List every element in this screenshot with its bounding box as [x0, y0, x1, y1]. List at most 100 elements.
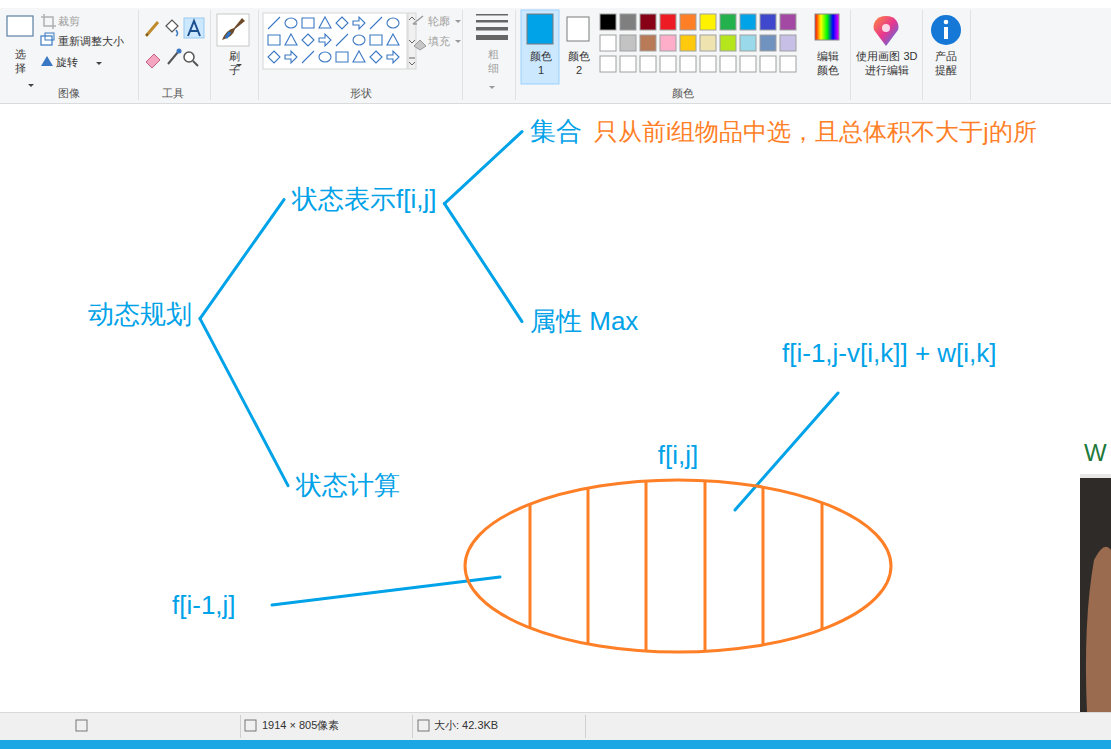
mindmap-branch	[200, 200, 284, 319]
leaf-text: 属性 Max	[530, 306, 638, 337]
ribbon-button-label: 旋转	[56, 56, 78, 70]
partition-line	[762, 487, 765, 645]
partition-line	[645, 481, 648, 651]
palette-swatch	[780, 14, 796, 30]
status-bar	[76, 720, 87, 731]
ribbon-button-label: 粗细	[487, 48, 499, 76]
color2-button	[567, 17, 589, 41]
shape-thumbnail	[285, 34, 297, 45]
ribbon-bar	[0, 0, 1111, 104]
outline-fill-icons	[414, 40, 426, 50]
set-ellipse: f[i,j]	[462, 440, 894, 656]
palette-swatch	[660, 14, 676, 30]
shape-thumbnail	[319, 34, 331, 46]
palette-swatch	[620, 14, 636, 30]
size-icon	[476, 27, 508, 31]
tool-icons	[146, 33, 148, 36]
shape-thumbnail	[285, 18, 297, 28]
select-icon	[7, 16, 34, 87]
node-label: 属性 Max	[530, 306, 638, 337]
palette-swatch	[760, 56, 776, 72]
palette-swatch	[740, 14, 756, 30]
shape-thumbnail	[387, 51, 399, 63]
ribbon-button-label: 重新调整大小	[58, 35, 124, 49]
ribbon-button-label: 裁剪	[58, 15, 80, 29]
tab-strip	[0, 0, 1111, 8]
palette-swatch	[780, 56, 796, 72]
tool-icons	[168, 52, 178, 64]
color1-button	[521, 10, 559, 84]
resize-icon	[45, 33, 54, 40]
tool-icons	[176, 30, 178, 36]
status-bar	[0, 712, 1111, 740]
color2-button	[567, 17, 589, 41]
product-info-icon	[944, 27, 948, 39]
shape-gallery	[408, 13, 416, 69]
taskbar-strip	[0, 740, 1111, 749]
webcam-overlay	[1080, 474, 1111, 712]
status-bar	[412, 715, 413, 738]
tool-icons	[177, 49, 182, 54]
select-icon	[28, 84, 34, 87]
edit-colors-icon	[815, 14, 839, 40]
palette-swatch	[740, 35, 756, 51]
ribbon-button-label: 刷子	[228, 50, 240, 78]
shape-thumbnail	[268, 17, 280, 29]
shape-thumbnail	[268, 35, 280, 45]
paint3d-icon	[874, 16, 899, 46]
tool-icons	[146, 22, 158, 36]
outline-fill-icons	[413, 16, 461, 50]
palette-swatch	[700, 14, 716, 30]
resize-icon	[41, 33, 54, 45]
subset-label: f[i-1,j-v[i,k]] + w[i,k]	[782, 337, 997, 370]
rotate-icon	[96, 62, 102, 65]
group-separator	[850, 10, 851, 100]
status-bar	[245, 720, 256, 731]
ribbon-button-label: 填充	[428, 35, 450, 49]
group-separator	[922, 10, 923, 100]
tool-icons	[193, 61, 198, 66]
palette-swatch	[640, 14, 656, 30]
shape-thumbnail	[370, 51, 382, 63]
palette-swatch	[680, 56, 696, 72]
tool-icons	[188, 21, 200, 36]
palette-swatch	[640, 56, 656, 72]
group-separator	[462, 10, 463, 100]
subset-label: f[i-1,j]	[172, 589, 236, 622]
shape-thumbnail	[302, 51, 314, 63]
mindmap-branch	[200, 319, 288, 486]
brush-icon	[222, 18, 245, 40]
status-text: 1914 × 805像素	[262, 719, 339, 733]
webcam-overlay	[1080, 474, 1111, 712]
tool-icons	[184, 18, 204, 38]
shape-gallery	[263, 13, 407, 69]
size-icon	[476, 20, 508, 23]
product-info-icon	[944, 20, 949, 25]
partition-line	[587, 488, 590, 644]
size-icon	[476, 14, 508, 16]
rotate-icon	[41, 56, 53, 66]
paint3d-icon	[882, 24, 890, 32]
shape-thumbnail	[302, 18, 314, 28]
ribbon-button-label: 编辑颜色	[816, 50, 840, 78]
partition-line	[704, 481, 707, 652]
mindmap-branch	[444, 204, 522, 322]
canvas	[0, 104, 1111, 712]
palette-swatch	[760, 14, 776, 30]
shape-thumbnail	[370, 35, 382, 45]
definition-text: 只从前i组物品中选，且总体积不大于j的所	[594, 118, 1037, 147]
tool-icons	[146, 18, 204, 68]
mindmap-branch	[444, 132, 522, 204]
shape-thumbnail	[319, 52, 331, 62]
status-bar	[240, 715, 241, 738]
palette-swatch	[620, 35, 636, 51]
ribbon-button-label: 选择	[14, 48, 26, 76]
palette-swatch	[720, 14, 736, 30]
outline-fill-icons	[455, 20, 461, 23]
palette-swatch	[600, 56, 616, 72]
ribbon-button-label: 使用画图 3D 进行编辑	[855, 50, 919, 78]
shape-thumbnail	[302, 34, 314, 46]
webcam-overlay	[1086, 547, 1111, 712]
color1-button	[521, 10, 559, 84]
